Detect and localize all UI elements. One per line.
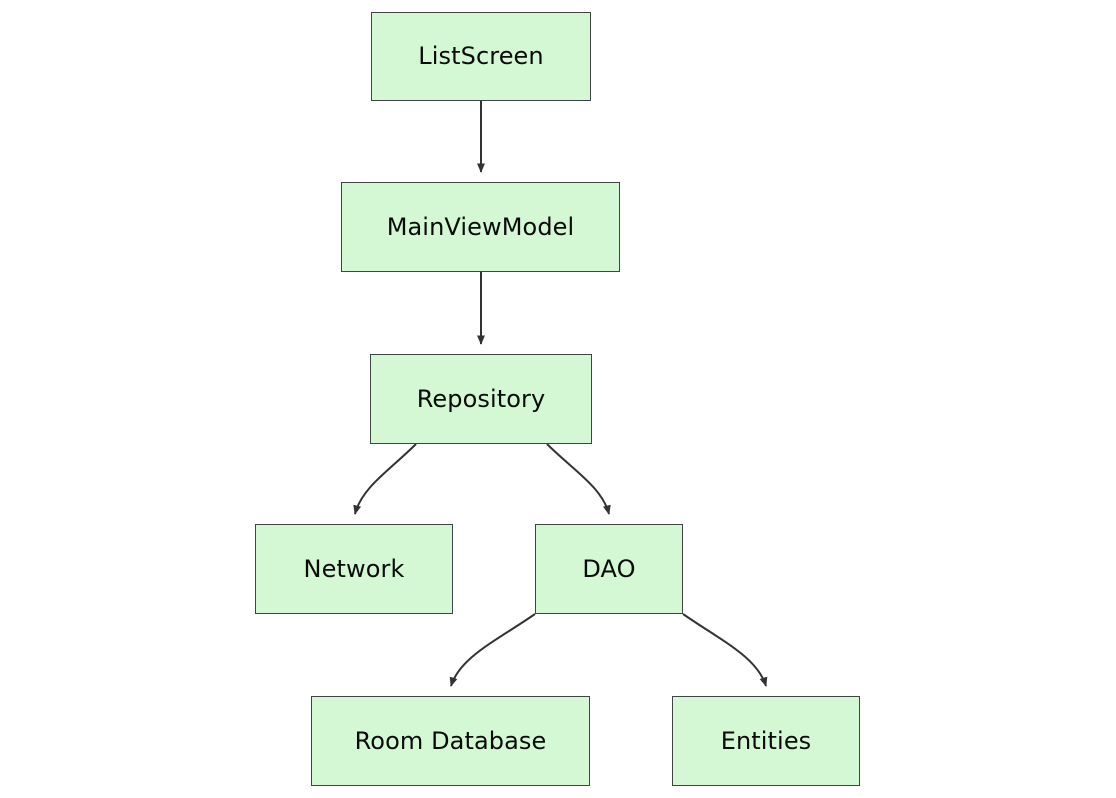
node-label-entities: Entities [720, 726, 812, 755]
node-dao[interactable]: DAO [535, 524, 683, 614]
edge-dao-entities [682, 613, 768, 687]
node-entities[interactable]: Entities [672, 696, 860, 786]
node-label-list-screen: ListScreen [418, 42, 544, 71]
node-label-dao: DAO [582, 554, 636, 583]
node-label-repository: Repository [416, 384, 546, 413]
node-label-main-view-model: MainViewModel [386, 212, 575, 241]
edge-repository-network [353, 443, 417, 515]
edge-repository-dao [546, 443, 611, 515]
node-room-database[interactable]: Room Database [311, 696, 590, 786]
edge-dao-roomdatabase [449, 613, 536, 687]
node-label-room-database: Room Database [354, 726, 547, 755]
node-network[interactable]: Network [255, 524, 453, 614]
node-list-screen[interactable]: ListScreen [371, 12, 591, 101]
node-label-network: Network [303, 554, 405, 583]
node-repository[interactable]: Repository [370, 354, 592, 444]
node-main-view-model[interactable]: MainViewModel [341, 182, 620, 272]
